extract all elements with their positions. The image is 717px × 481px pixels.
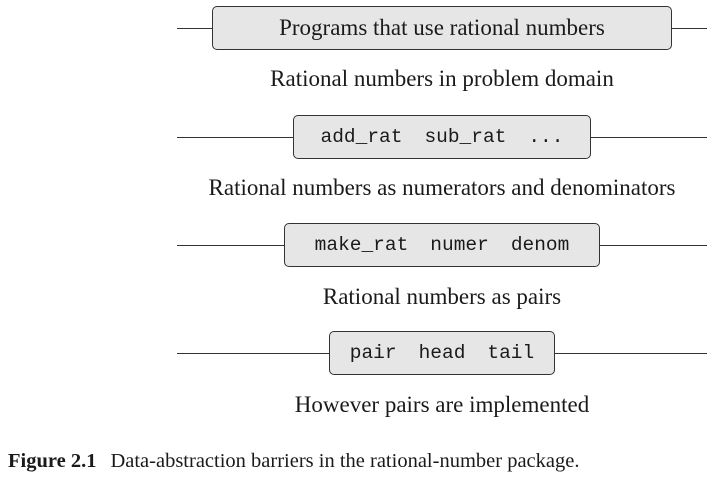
- barrier-box-constructors-selectors: make_rat numer denom: [284, 223, 600, 267]
- operation-ellipsis: ...: [528, 126, 564, 148]
- barrier-box-pair-ops: pair head tail: [329, 331, 555, 375]
- operation-add-rat: add_rat: [320, 126, 403, 148]
- layer-label-pair-implementation: However pairs are implemented: [294, 392, 590, 417]
- operation-tail: tail: [487, 342, 535, 364]
- figure-caption: Figure 2.1 Data-abstraction barriers in t…: [8, 450, 579, 473]
- operation-head: head: [418, 342, 466, 364]
- barrier-pair-ops: pair head tail: [177, 331, 707, 377]
- barrier-constructors-selectors: make_rat numer denom: [177, 223, 707, 269]
- layer-label-numerators-denominators: Rational numbers as numerators and denom…: [208, 175, 676, 200]
- barrier-label: Programs that use rational numbers: [279, 15, 605, 40]
- operation-denom: denom: [510, 234, 570, 256]
- barrier-rational-ops: add_rat sub_rat ...: [177, 115, 707, 161]
- layer-label-problem-domain: Rational numbers in problem domain: [270, 66, 614, 91]
- barrier-programs: Programs that use rational numbers: [177, 6, 707, 52]
- figure-caption-text: Data-abstraction barriers in the rationa…: [110, 450, 580, 472]
- operation-numer: numer: [430, 234, 489, 256]
- layer-label-pairs: Rational numbers as pairs: [322, 284, 562, 309]
- operation-make-rat: make_rat: [314, 234, 409, 256]
- barrier-box-rational-ops: add_rat sub_rat ...: [293, 115, 591, 159]
- operation-sub-rat: sub_rat: [424, 126, 507, 148]
- operation-pair: pair: [349, 342, 397, 364]
- barrier-box-programs: Programs that use rational numbers: [212, 6, 672, 50]
- figure-number: Figure 2.1: [8, 450, 97, 472]
